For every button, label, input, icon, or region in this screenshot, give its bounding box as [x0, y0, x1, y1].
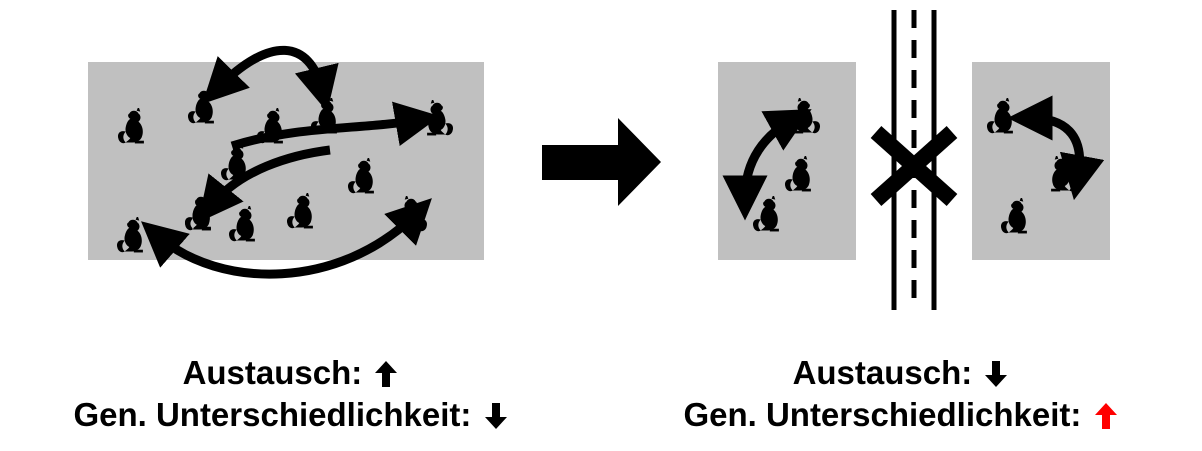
left-diversity-label: Gen. Unterschiedlichkeit: — [73, 396, 472, 433]
migration-arrow — [202, 45, 339, 112]
right-habitat-patch-left — [718, 62, 856, 260]
left-caption: Austausch: Gen. Unterschiedlichkeit: — [0, 352, 580, 436]
right-exchange-line: Austausch: — [620, 352, 1180, 394]
left-exchange-line: Austausch: — [0, 352, 580, 394]
migration-arrow — [1007, 95, 1105, 201]
migration-arrow — [230, 101, 441, 151]
right-diversity-line: Gen. Unterschiedlichkeit: — [620, 394, 1180, 436]
right-arrow-icon — [542, 118, 661, 206]
x-cross-icon — [870, 126, 958, 206]
migration-arrow — [722, 109, 812, 221]
right-exchange-label: Austausch: — [792, 354, 973, 391]
migration-arrow — [141, 198, 432, 279]
left-migration-arrows — [141, 45, 441, 279]
migration-arrow — [197, 145, 331, 223]
right-diversity-label: Gen. Unterschiedlichkeit: — [683, 396, 1082, 433]
left-habitat — [88, 45, 484, 279]
right-caption: Austausch: Gen. Unterschiedlichkeit: — [620, 352, 1180, 436]
down-arrow-icon — [985, 361, 1008, 387]
left-exchange-label: Austausch: — [182, 354, 363, 391]
right-migration-arrows — [722, 95, 1105, 221]
left-diversity-line: Gen. Unterschiedlichkeit: — [0, 394, 580, 436]
up-arrow-icon — [375, 361, 398, 387]
right-habitat-patch-right — [972, 62, 1110, 260]
right-habitat — [718, 62, 1110, 260]
up-arrow-icon — [1094, 403, 1117, 429]
down-arrow-icon — [484, 403, 507, 429]
